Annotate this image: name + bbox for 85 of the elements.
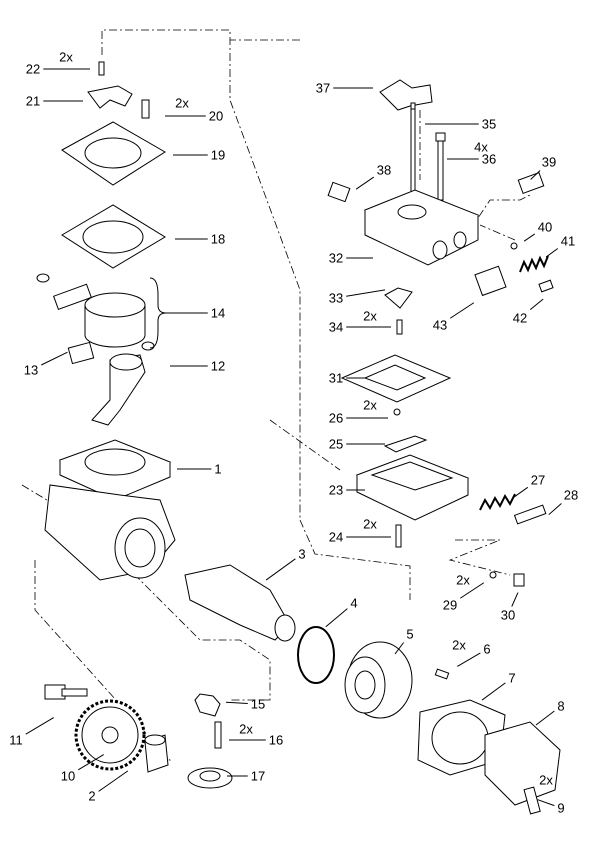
- leader-line: [42, 68, 90, 70]
- callout-number: 33: [328, 290, 344, 306]
- leader-line: [42, 100, 84, 102]
- leader-line: [537, 799, 555, 806]
- callout-number: 22: [26, 62, 40, 76]
- callout-number: 41: [560, 234, 576, 248]
- callout-number: 16: [268, 732, 284, 748]
- callout-number: 11: [9, 732, 23, 748]
- quantity-label: 2x: [363, 516, 377, 532]
- callout-number: 15: [250, 696, 266, 712]
- callout-number: 20: [208, 108, 224, 124]
- callout-number: 39: [542, 154, 556, 170]
- leader-line: [164, 312, 208, 314]
- callout-number: 24: [328, 530, 344, 544]
- callout-number: 5: [406, 626, 414, 642]
- callout-number: 3: [298, 546, 306, 562]
- leader-line: [535, 710, 555, 726]
- callout-number: 32: [328, 250, 344, 266]
- callout-number: 29: [442, 598, 458, 612]
- leader-line: [346, 289, 386, 297]
- leader-line: [546, 248, 558, 258]
- leader-line: [460, 582, 484, 599]
- quantity-label: 2x: [539, 772, 553, 788]
- callout-number: 30: [500, 608, 516, 622]
- leader-line: [25, 717, 54, 735]
- leader-line: [456, 652, 481, 667]
- callout-number: 7: [508, 670, 516, 686]
- callout-number: 6: [483, 642, 491, 656]
- callout-number: 4: [350, 596, 358, 610]
- leader-line: [530, 170, 541, 180]
- leader-line: [482, 682, 506, 701]
- callout-number: 18: [210, 232, 226, 246]
- callout-number: 21: [26, 94, 40, 108]
- leader-line: [172, 154, 208, 156]
- callout-number: 34: [328, 320, 344, 334]
- callout-number: 9: [557, 800, 565, 816]
- leader-line: [356, 176, 374, 190]
- leader-line: [530, 298, 544, 310]
- quantity-label: 2x: [239, 722, 253, 736]
- callout-number: 43: [432, 318, 448, 332]
- callout-number: 2: [88, 788, 96, 804]
- callout-number: 27: [530, 472, 546, 488]
- callout-number: 38: [376, 162, 392, 178]
- leader-line: [346, 326, 392, 328]
- callout-number: 14: [210, 306, 226, 320]
- leader-line: [174, 238, 208, 240]
- leader-line: [266, 558, 296, 581]
- leader-line: [394, 642, 404, 654]
- leader-line: [548, 503, 562, 516]
- callout-number: 35: [482, 116, 496, 132]
- callout-number: 42: [512, 310, 528, 326]
- leader-line: [446, 158, 480, 160]
- leader-line: [514, 486, 528, 498]
- leader-line: [78, 754, 104, 770]
- leader-line: [226, 702, 248, 704]
- quantity-label: 2x: [59, 50, 73, 64]
- leader-line: [511, 592, 518, 607]
- callout-number: 25: [328, 436, 344, 452]
- leader-line: [450, 302, 474, 319]
- callout-number: 8: [557, 698, 565, 714]
- callout-number: 40: [538, 220, 552, 234]
- callout-number: 37: [316, 80, 330, 96]
- callout-number: 17: [250, 768, 266, 784]
- callout-number: 26: [328, 410, 344, 426]
- callout-number: 10: [60, 768, 76, 784]
- quantity-label: 2x: [175, 96, 189, 110]
- callout-number: 1: [214, 462, 222, 476]
- callout-number: 31: [328, 370, 344, 386]
- callout-number: 19: [210, 148, 226, 162]
- leader-line: [98, 770, 128, 792]
- callout-number: 23: [328, 482, 344, 498]
- leader-line: [176, 468, 212, 470]
- quantity-label: 4x: [474, 140, 488, 154]
- callout-number: 28: [564, 488, 578, 502]
- callout-number: 36: [482, 152, 496, 166]
- leader-line: [524, 233, 536, 242]
- leader-line: [346, 536, 392, 538]
- quantity-label: 2x: [363, 308, 377, 324]
- quantity-label: 2x: [452, 638, 466, 652]
- leader-line: [40, 352, 68, 366]
- quantity-label: 2x: [363, 398, 377, 412]
- callout-number: 12: [210, 358, 226, 374]
- callout-number: 13: [24, 362, 38, 378]
- quantity-label: 2x: [456, 572, 470, 588]
- leader-line: [325, 608, 348, 628]
